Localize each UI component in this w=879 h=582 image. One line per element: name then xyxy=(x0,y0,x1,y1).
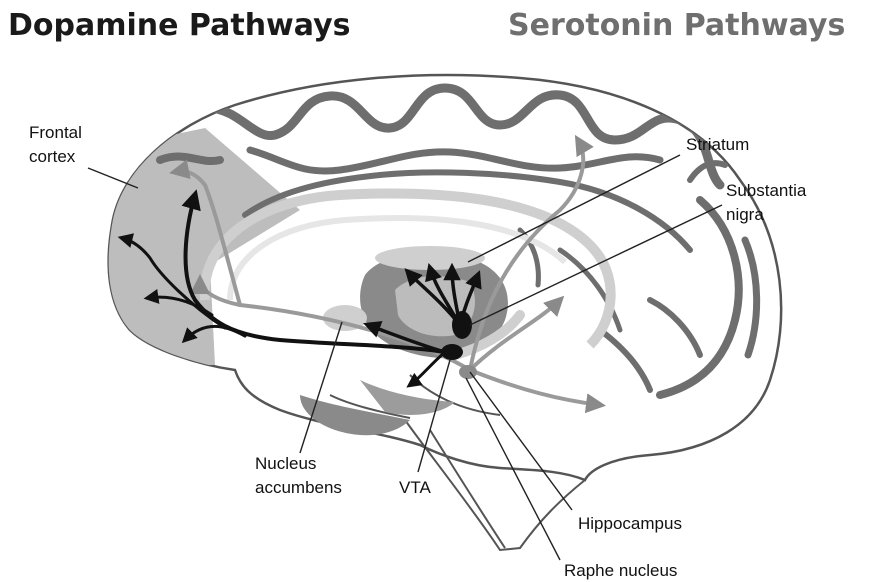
label-substantia-nigra-line1: Substantia xyxy=(726,181,807,200)
label-nucleus-accumbens: Nucleus accumbens xyxy=(255,454,342,497)
label-frontal-cortex-line1: Frontal xyxy=(29,123,82,142)
label-nucleus-accumbens-line2: accumbens xyxy=(255,478,342,497)
label-frontal-cortex-line2: cortex xyxy=(29,147,76,166)
label-raphe-nucleus: Raphe nucleus xyxy=(564,561,677,580)
vta-nucleus xyxy=(441,344,463,360)
label-substantia-nigra-line2: nigra xyxy=(726,205,764,224)
label-nucleus-accumbens-line1: Nucleus xyxy=(255,454,316,473)
substantia-nigra-nucleus xyxy=(452,311,472,339)
label-striatum: Striatum xyxy=(686,135,749,154)
label-vta: VTA xyxy=(399,478,431,497)
label-hippocampus: Hippocampus xyxy=(578,514,682,533)
label-frontal-cortex: Frontal cortex xyxy=(29,123,87,166)
